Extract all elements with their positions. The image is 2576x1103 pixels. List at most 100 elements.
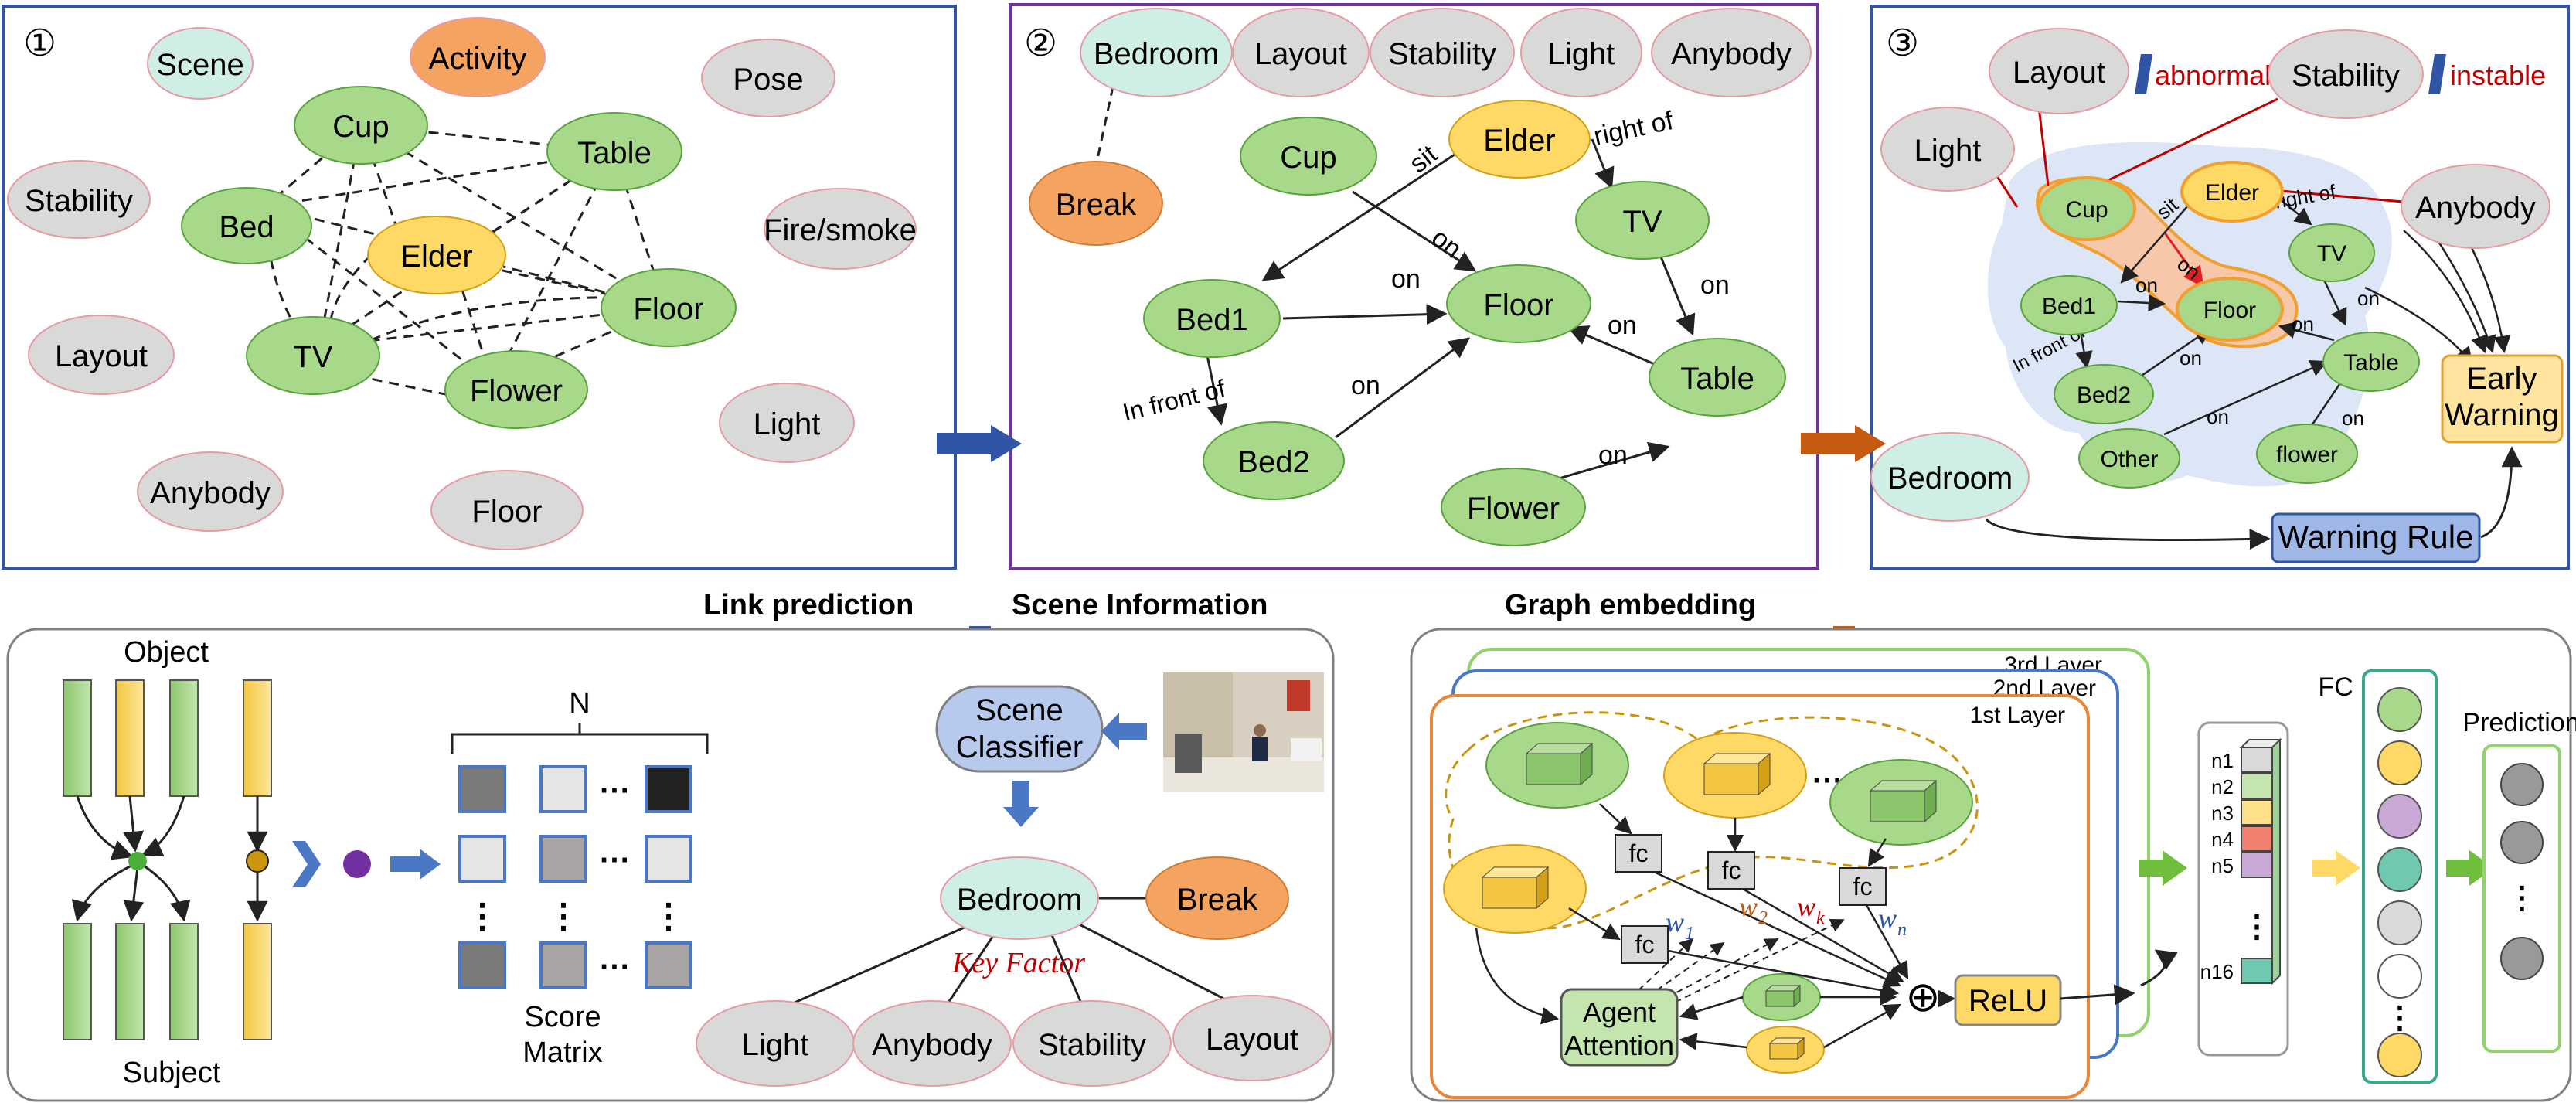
- prediction-column-frame: [2482, 744, 2561, 1053]
- classifier-line2: Classifier: [956, 730, 1083, 764]
- n3-label: n3: [2211, 802, 2234, 825]
- scene-information-label: Scene Information: [1012, 589, 1268, 621]
- p1-scene-label: Scene: [156, 48, 243, 82]
- p1-stability-label: Stability: [25, 184, 133, 218]
- arrow-down-icon: [1003, 807, 1039, 827]
- p3-object-nodes: Cup Elder TV Bed1 Floor Table Bed2 Other…: [2020, 161, 2420, 489]
- relu-box: [1954, 974, 2062, 1026]
- p1-fire-label: Fire/smoke: [764, 213, 917, 247]
- p1-table-label: Table: [577, 136, 652, 170]
- wk-sub: k: [1816, 908, 1825, 928]
- p1-cup-label: Cup: [332, 110, 389, 144]
- embedding-vector-cells: [2239, 737, 2282, 986]
- panel-2-scene-graph: ② Bedroom Layout Stability Light Anybody: [1009, 3, 1819, 570]
- agent-attention-box: [1560, 988, 1679, 1067]
- gold-node-icon: [246, 849, 269, 873]
- p3-instable-label: instable: [2450, 60, 2546, 91]
- p1-flower-label: Flower: [470, 374, 563, 408]
- p1-activity-label: Activity: [429, 42, 527, 76]
- p3-edge-on-flower: on: [2342, 407, 2364, 430]
- green-arrow-icon: [2163, 850, 2187, 886]
- relu-label: ReLU: [1969, 984, 2047, 1018]
- object-label: Object: [124, 636, 209, 669]
- panel-1-object-nodes: Cup Table Bed Elder Floor TV Flower: [181, 86, 737, 429]
- p2-bed2-label: Bed2: [1237, 445, 1309, 479]
- score-label-2: Matrix: [522, 1037, 602, 1069]
- p1-bed-label: Bed: [219, 210, 274, 244]
- bm-stability-label: Stability: [1038, 1028, 1146, 1062]
- embedding-bars: [63, 679, 272, 1040]
- wn-label: w: [1878, 903, 1897, 934]
- bar-arrows: [71, 795, 268, 922]
- p2-stability-label: Stability: [1388, 37, 1496, 71]
- p2-tv-label: TV: [1622, 205, 1662, 239]
- bottom-left-panel: Object Subject N: [6, 628, 1335, 1102]
- bm-anybody-node: [852, 1000, 1012, 1087]
- brace-icon: [451, 723, 709, 754]
- bm-bedroom-node: [940, 856, 1099, 940]
- p2-edge-on-bed2: on: [1351, 371, 1380, 400]
- attention-arrows: [1475, 803, 1956, 1049]
- panel-2-badge: ②: [1024, 23, 1057, 64]
- fc-vdots: ⋮: [2384, 1001, 2415, 1035]
- matrix-dots-1: ···: [600, 774, 631, 808]
- p3-light-label: Light: [1914, 134, 1982, 168]
- matrix-dots-2: ···: [600, 843, 631, 877]
- fc-label-1: fc: [1629, 839, 1649, 867]
- subject-label: Subject: [123, 1057, 221, 1089]
- p2-bed1-label: Bed1: [1176, 303, 1247, 337]
- p3-layout-label: Layout: [2013, 56, 2105, 90]
- p2-table-label: Table: [1680, 362, 1754, 396]
- agent-line2: Attention: [1564, 1030, 1674, 1061]
- fc-column-label: FC: [2318, 672, 2353, 702]
- p1-floor-attr-label: Floor: [471, 495, 542, 529]
- p3-red-links: [1992, 97, 2412, 288]
- chevron-right-icon: [292, 841, 321, 887]
- scene-classifier-box: [935, 685, 1104, 773]
- prediction-vdots: ⋮: [2506, 881, 2537, 915]
- prediction-label: Prediction: [2462, 708, 2576, 737]
- fc-label-2: fc: [1722, 856, 1741, 884]
- early-warning-line2: Warning: [2445, 398, 2558, 432]
- bm-break-label: Break: [1177, 883, 1258, 917]
- p2-bedroom-label: Bedroom: [1094, 37, 1219, 71]
- score-label-1: Score: [524, 1001, 601, 1033]
- bm-light-label: Light: [742, 1028, 809, 1062]
- panel-2-nodes: Break Cup Elder TV Bed1 Floor Table Bed2…: [1029, 100, 1786, 546]
- p3-edge-on-bed2: on: [2180, 346, 2202, 369]
- fc-label-4: fc: [1635, 931, 1655, 958]
- p3-flower-label: flower: [2276, 442, 2338, 468]
- score-matrix: [458, 765, 692, 989]
- n4-label: n4: [2211, 828, 2234, 851]
- matrix-vdots-3: ⋮: [652, 897, 686, 935]
- w2-sub: 2: [1758, 908, 1768, 928]
- p1-elder-label: Elder: [400, 240, 472, 274]
- warning-rule-box: [2271, 512, 2481, 563]
- p2-edge-on-table: on: [1608, 311, 1637, 340]
- p3-tv-label: TV: [2317, 241, 2346, 267]
- agent-line1: Agent: [1583, 996, 1656, 1028]
- p2-flower-label: Flower: [1467, 492, 1560, 526]
- early-warning-box: [2441, 354, 2564, 444]
- arrow-right-icon: [390, 856, 420, 872]
- p3-other-label: Other: [2100, 447, 2158, 472]
- wk-label: w: [1797, 891, 1815, 922]
- p2-light-label: Light: [1548, 37, 1615, 71]
- p2-break-label: Break: [1056, 188, 1137, 222]
- classifier-line1: Scene: [975, 693, 1063, 727]
- p3-floor-label: Floor: [2203, 298, 2256, 323]
- p3-table-label: Table: [2343, 350, 2399, 376]
- panel-1-badge: ①: [23, 23, 56, 64]
- scene-photo: [1163, 672, 1324, 792]
- p3-slash-icon: [2135, 54, 2152, 94]
- prediction-neurons: [2500, 763, 2544, 980]
- fc-boxes: fc fc fc fc: [1615, 834, 1887, 964]
- layer-1-label: 1st Layer: [1970, 703, 2065, 728]
- matrix-vdots-1: ⋮: [465, 897, 499, 935]
- bm-layout-label: Layout: [1206, 1023, 1298, 1057]
- green-node-icon: [128, 852, 147, 870]
- n1-label: n1: [2211, 749, 2234, 772]
- p3-edge-on-table: on: [2292, 312, 2314, 335]
- p2-anybody-label: Anybody: [1671, 37, 1792, 71]
- neighbor-nodes: ···: [1443, 722, 1973, 1074]
